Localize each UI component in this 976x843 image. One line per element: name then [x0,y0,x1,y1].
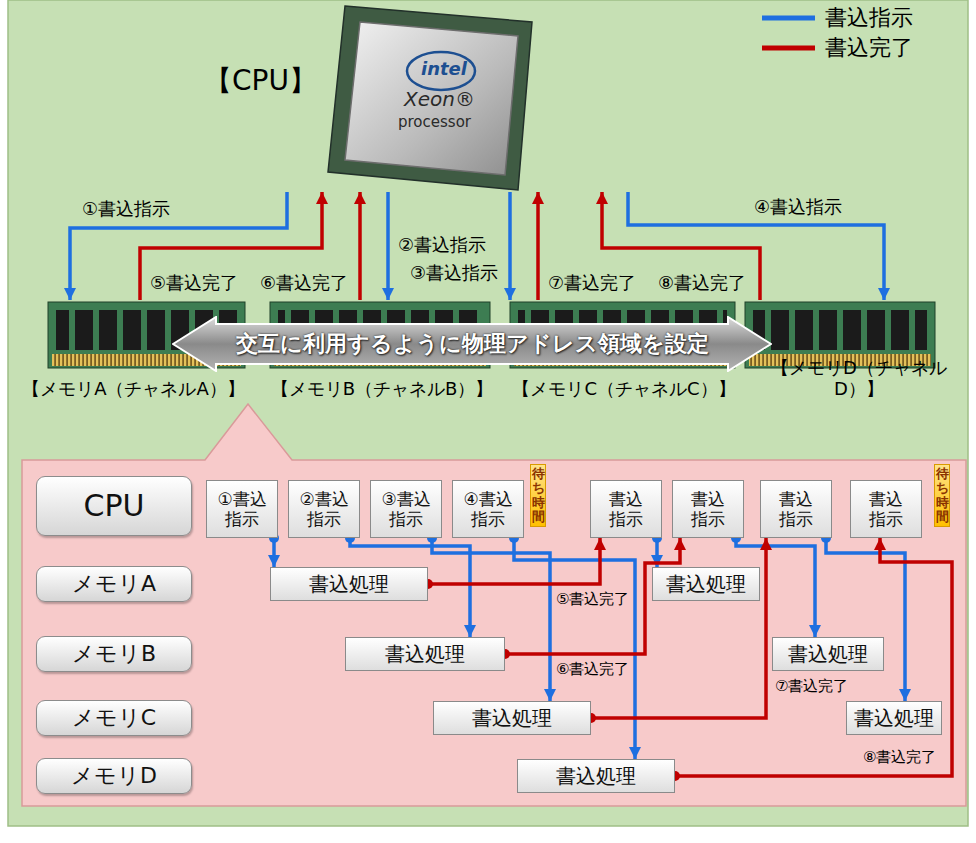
write-process-box: 書込処理 [517,759,675,793]
wait-box: 待ち時間 [934,464,950,527]
row-label: CPU [36,476,192,536]
box-text: 【メモリC（チャネルC）】 [512,378,735,400]
instruction-box: ③書込指示 [370,480,442,538]
box-text: 【メモリB（チャネルB）】 [271,378,494,400]
row-label: メモリA [36,566,192,602]
box-text: ②書込指示 [293,489,355,530]
edge-label: ⑧書込完了 [656,272,748,294]
box-text: 待ち時間 [936,467,949,524]
write-process-box: 書込処理 [652,567,760,601]
box-text: 書込処理 [472,706,552,730]
box-text: メモリB [72,641,156,667]
write-process-box: 書込処理 [270,567,428,601]
write-instruction-arrow [70,192,287,300]
write-process-box: 書込処理 [772,637,884,671]
row-label: メモリD [36,758,192,794]
write-process-box: 書込処理 [345,637,505,671]
box-text: 待ち時間 [532,467,545,524]
ground [8,0,968,826]
instruction-box: ①書込指示 [206,480,278,538]
edge-label: ⑧書込完了 [862,748,937,766]
edge-label: ⑦書込完了 [774,677,849,695]
box-text: 書込指示 [868,489,904,530]
box-text: メモリD [71,763,157,789]
instruction-box: 書込指示 [672,480,744,538]
logo-text: processor [398,114,471,131]
box-text: 【CPU】 [204,64,317,98]
cpu-chip-picture [328,6,532,190]
write-complete-arrow [428,538,600,584]
edge-label: ①書込指示 [80,198,172,220]
write-instruction-arrow [432,538,550,701]
timing-callout [22,404,966,806]
box-text: 書込指示 [778,489,814,530]
wait-box: 待ち時間 [530,464,546,527]
box-text: ①書込指示 [211,489,273,530]
box-text: 【メモリA（チャネルA）】 [22,378,245,400]
box-text: メモリA [72,571,156,597]
write-instruction-arrow [386,192,390,300]
write-instruction-arrow [272,538,276,567]
edge-label: ⑤書込完了 [555,590,630,608]
edge-label: ⑦書込完了 [546,272,638,294]
box-text: 交互に利用するように物理アドレス領域を設定 [236,331,709,357]
legend-line-sample [762,16,815,21]
row-label: メモリC [36,700,192,736]
write-instruction-arrow [628,192,884,300]
row-label: メモリB [36,636,192,672]
write-process-box: 書込処理 [846,701,942,735]
memory-module: 【メモリD（チャネルD）】 [748,300,970,400]
write-process-box: 書込処理 [433,701,591,735]
edge-label: ③書込指示 [408,262,500,284]
instruction-box: 書込指示 [760,480,832,538]
box-text: 書込指示 [608,489,644,530]
edge-label: ⑤書込完了 [148,272,240,294]
box-text: メモリC [72,705,156,731]
logo-text: intel [421,59,467,79]
edge-label: ④書込指示 [752,196,844,218]
write-complete-arrow [536,192,540,300]
legend-text: 書込指示 [825,5,913,31]
box-text: 書込指示 [690,489,726,530]
box-text: 書込処理 [666,572,746,596]
box-text: 書込処理 [788,642,868,666]
instruction-box: ④書込指示 [452,480,524,538]
instruction-box: 書込指示 [850,480,922,538]
box-text: 書込処理 [556,764,636,788]
write-complete-arrow [591,538,766,718]
legend-line-sample [762,46,815,51]
edge-label: ⑥書込完了 [258,272,350,294]
edge-label: ②書込指示 [396,234,488,256]
address-banner: 交互に利用するように物理アドレス領域を設定 [172,316,772,372]
write-instruction-arrow [508,192,512,300]
edge-label: ⑥書込完了 [555,660,630,678]
legend-text: 書込完了 [825,35,913,61]
box-text: CPU [84,488,145,524]
write-complete-arrow [358,192,362,300]
box-text: 書込処理 [854,706,934,730]
box-text: 書込処理 [309,572,389,596]
instruction-box: ②書込指示 [288,480,360,538]
instruction-box: 書込指示 [590,480,662,538]
box-text: 書込処理 [385,642,465,666]
box-text: ④書込指示 [457,489,519,530]
logo-text: Xeon® [404,88,475,110]
box-text: ③書込指示 [375,489,437,530]
box-text: 【メモリD（チャネルD）】 [748,357,970,400]
